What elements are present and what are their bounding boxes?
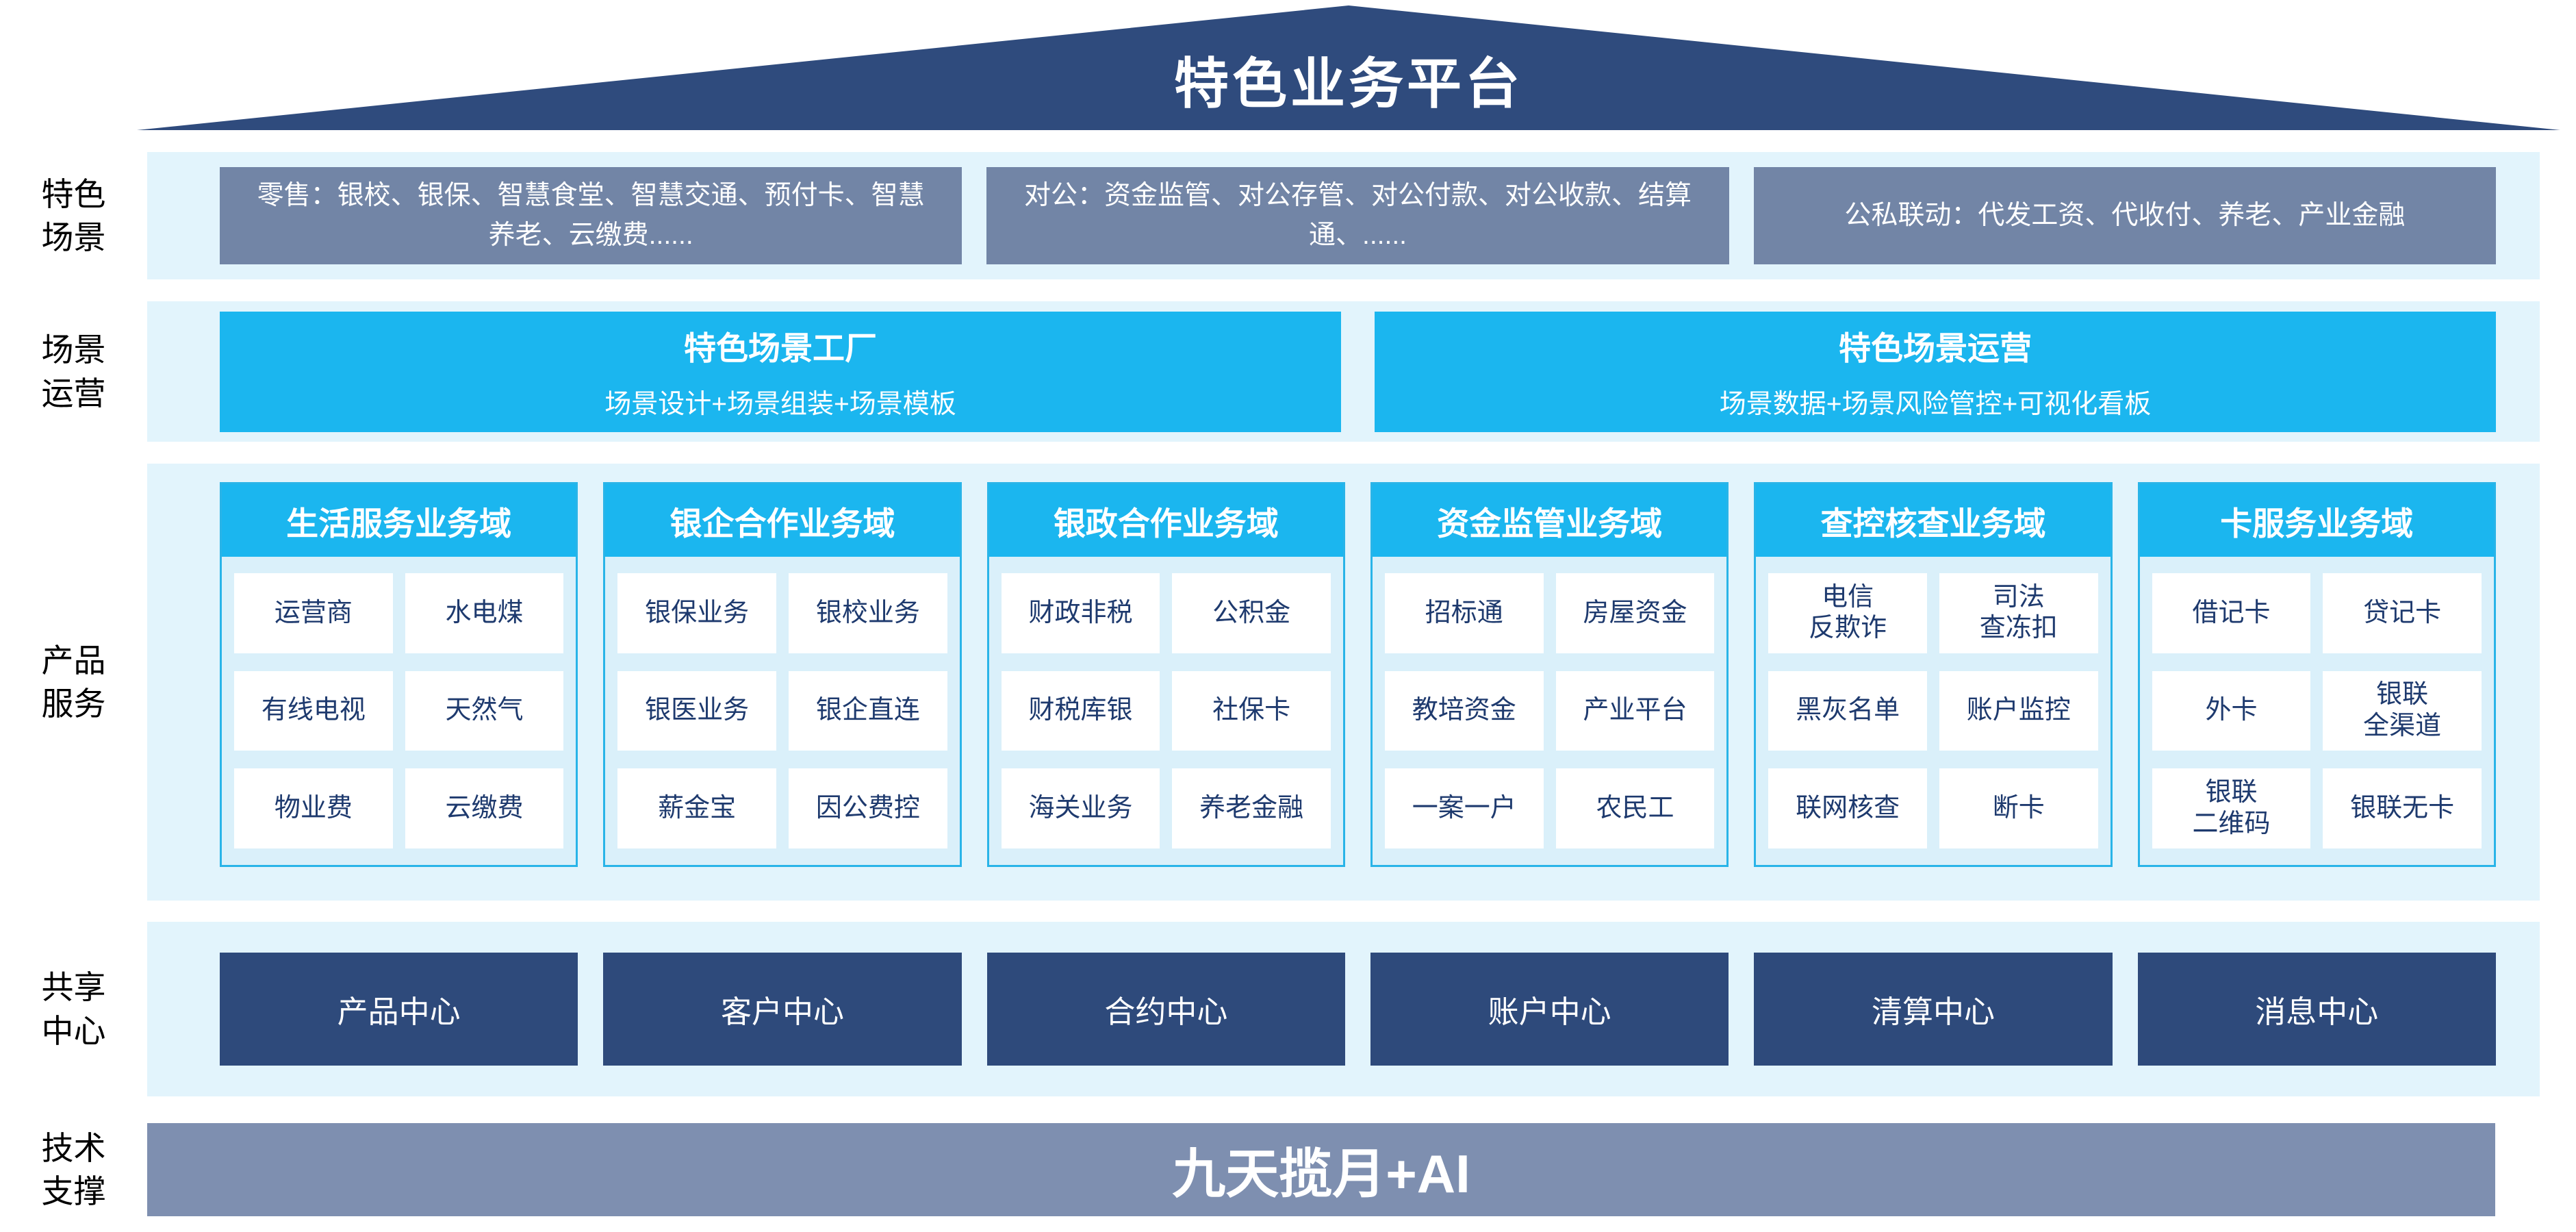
column-header: 资金监管业务域 xyxy=(1372,484,1727,557)
center-box-clearing: 清算中心 xyxy=(1754,953,2113,1066)
product-cell: 薪金宝 xyxy=(617,768,776,848)
scenes-band: 零售：银校、银保、智慧食堂、智慧交通、预付卡、智慧养老、云缴费...... 对公… xyxy=(147,152,2540,279)
product-column-fund-supervision: 资金监管业务域 招标通 房屋资金 教培资金 产业平台 一案一户 农民工 xyxy=(1370,482,1729,867)
product-cell: 银医业务 xyxy=(617,670,776,751)
center-box-message: 消息中心 xyxy=(2137,953,2496,1066)
product-cell: 银联 全渠道 xyxy=(2323,670,2482,751)
product-cell: 运营商 xyxy=(234,573,393,653)
product-cell: 有线电视 xyxy=(234,670,393,751)
product-cell: 联网核查 xyxy=(1768,768,1927,848)
product-cell: 银企直连 xyxy=(788,670,947,751)
tech-support-bar: 九天揽月+AI xyxy=(147,1123,2495,1216)
product-cell: 银校业务 xyxy=(788,573,947,653)
product-column-life-services: 生活服务业务域 运营商 水电煤 有线电视 天然气 物业费 云缴费 xyxy=(220,482,578,867)
product-cell: 云缴费 xyxy=(405,768,564,848)
page-title: 特色业务平台 xyxy=(1174,53,1523,114)
column-body: 财政非税 公积金 财税库银 社保卡 海关业务 养老金融 xyxy=(989,557,1343,865)
product-cell: 电信 反欺诈 xyxy=(1768,573,1927,653)
row-product-services: 产品 服务 生活服务业务域 运营商 水电煤 有线电视 天然气 物业费 云缴费 银… xyxy=(0,464,2576,901)
center-box-customer: 客户中心 xyxy=(603,953,962,1066)
product-cell: 因公费控 xyxy=(788,768,947,848)
product-cell: 水电煤 xyxy=(405,573,564,653)
op-box-title: 特色场景工厂 xyxy=(684,330,877,366)
scene-box-public-private: 公私联动：代发工资、代收付、养老、产业金融 xyxy=(1753,167,2496,264)
product-cell: 黑灰名单 xyxy=(1768,670,1927,751)
product-column-card-services: 卡服务业务域 借记卡 贷记卡 外卡 银联 全渠道 银联 二维码 银联无卡 xyxy=(2137,482,2496,867)
row-tech-support: 技术 支撑 九天揽月+AI xyxy=(0,1123,2576,1216)
column-header: 银企合作业务域 xyxy=(605,484,960,557)
row-label-product-services: 产品 服务 xyxy=(41,642,106,722)
shared-band: 产品中心 客户中心 合约中心 账户中心 清算中心 消息中心 xyxy=(147,922,2540,1096)
product-cell: 公积金 xyxy=(1172,573,1331,653)
op-box-title: 特色场景运营 xyxy=(1839,330,2032,366)
op-box-subtitle: 场景数据+场景风险管控+可视化看板 xyxy=(1719,390,2152,419)
product-cell: 断卡 xyxy=(1939,768,2098,848)
product-cell: 外卡 xyxy=(2152,670,2311,751)
product-column-bank-government: 银政合作业务域 财政非税 公积金 财税库银 社保卡 海关业务 养老金融 xyxy=(986,482,1345,867)
products-band: 生活服务业务域 运营商 水电煤 有线电视 天然气 物业费 云缴费 银企合作业务域… xyxy=(147,464,2540,901)
product-cell: 物业费 xyxy=(234,768,393,848)
product-cell: 天然气 xyxy=(405,670,564,751)
operations-band: 特色场景工厂 场景设计+场景组装+场景模板 特色场景运营 场景数据+场景风险管控… xyxy=(147,301,2540,442)
product-cell: 教培资金 xyxy=(1384,670,1544,751)
row-label-scene-operations: 场景 运营 xyxy=(41,331,106,412)
column-header: 银政合作业务域 xyxy=(989,484,1343,557)
product-cell: 银联 二维码 xyxy=(2152,768,2311,848)
product-cell: 海关业务 xyxy=(1001,768,1160,848)
column-body: 招标通 房屋资金 教培资金 产业平台 一案一户 农民工 xyxy=(1373,557,1726,865)
row-label-tech-support: 技术 支撑 xyxy=(41,1129,106,1209)
product-cell: 司法 查冻扣 xyxy=(1939,573,2098,653)
product-cell: 社保卡 xyxy=(1172,670,1331,751)
product-cell: 借记卡 xyxy=(2152,573,2311,653)
center-box-product: 产品中心 xyxy=(220,953,578,1066)
center-box-contract: 合约中心 xyxy=(986,953,1345,1066)
op-box-scene-factory: 特色场景工厂 场景设计+场景组装+场景模板 xyxy=(220,311,1341,432)
product-cell: 产业平台 xyxy=(1555,670,1715,751)
product-cell: 农民工 xyxy=(1555,768,1715,848)
op-box-subtitle: 场景设计+场景组装+场景模板 xyxy=(604,390,956,419)
op-box-scene-operation: 特色场景运营 场景数据+场景风险管控+可视化看板 xyxy=(1375,311,2496,432)
product-cell: 贷记卡 xyxy=(2323,573,2482,653)
product-cell: 招标通 xyxy=(1384,573,1544,653)
column-body: 借记卡 贷记卡 外卡 银联 全渠道 银联 二维码 银联无卡 xyxy=(2140,557,2494,865)
scene-box-corporate: 对公：资金监管、对公存管、对公付款、对公收款、结算通、...... xyxy=(986,167,1729,264)
column-body: 电信 反欺诈 司法 查冻扣 黑灰名单 账户监控 联网核查 断卡 xyxy=(1756,557,2110,865)
product-cell: 养老金融 xyxy=(1172,768,1331,848)
column-body: 银保业务 银校业务 银医业务 银企直连 薪金宝 因公费控 xyxy=(605,557,959,865)
product-column-bank-enterprise: 银企合作业务域 银保业务 银校业务 银医业务 银企直连 薪金宝 因公费控 xyxy=(603,482,962,867)
roof-shape: 特色业务平台 xyxy=(137,5,2560,130)
column-header: 卡服务业务域 xyxy=(2139,484,2494,557)
scene-box-retail: 零售：银校、银保、智慧食堂、智慧交通、预付卡、智慧养老、云缴费...... xyxy=(220,167,962,264)
product-cell: 一案一户 xyxy=(1384,768,1544,848)
column-header: 查控核查业务域 xyxy=(1756,484,2110,557)
row-special-scenes: 特色 场景 零售：银校、银保、智慧食堂、智慧交通、预付卡、智慧养老、云缴费...… xyxy=(0,152,2576,279)
column-header: 生活服务业务域 xyxy=(222,484,576,557)
row-label-shared-centers: 共享 中心 xyxy=(41,969,106,1049)
column-body: 运营商 水电煤 有线电视 天然气 物业费 云缴费 xyxy=(222,557,576,865)
row-shared-centers: 共享 中心 产品中心 客户中心 合约中心 账户中心 清算中心 消息中心 xyxy=(0,922,2576,1096)
center-box-account: 账户中心 xyxy=(1370,953,1729,1066)
product-column-inquiry-verification: 查控核查业务域 电信 反欺诈 司法 查冻扣 黑灰名单 账户监控 联网核查 断卡 xyxy=(1754,482,2113,867)
product-cell: 银保业务 xyxy=(617,573,776,653)
row-label-special-scenes: 特色 场景 xyxy=(41,175,106,255)
product-cell: 财税库银 xyxy=(1001,670,1160,751)
product-cell: 财政非税 xyxy=(1001,573,1160,653)
product-cell: 银联无卡 xyxy=(2323,768,2482,848)
row-scene-operations: 场景 运营 特色场景工厂 场景设计+场景组装+场景模板 特色场景运营 场景数据+… xyxy=(0,301,2576,442)
product-cell: 账户监控 xyxy=(1939,670,2098,751)
product-cell: 房屋资金 xyxy=(1555,573,1715,653)
